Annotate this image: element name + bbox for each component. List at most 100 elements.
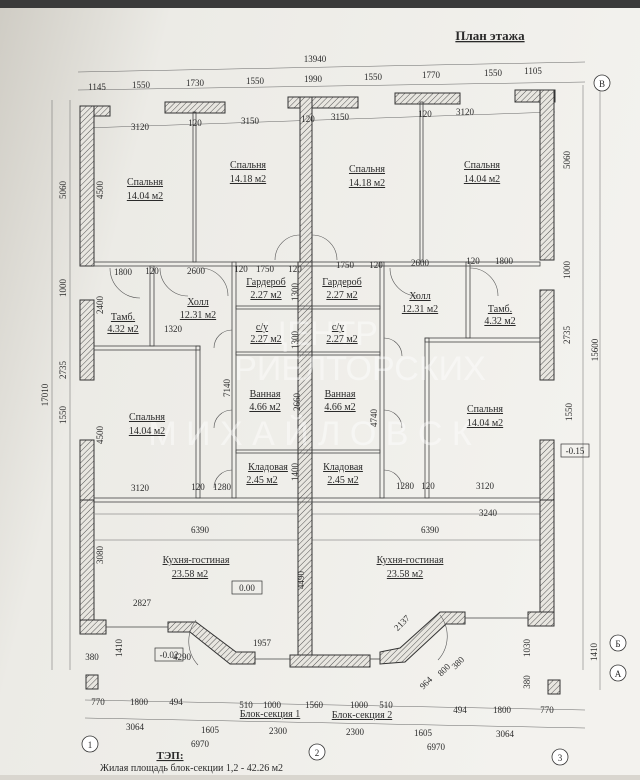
plan-label: 2400	[95, 296, 105, 315]
plan-label: 2735	[562, 326, 572, 345]
plan-label: 2300	[269, 726, 288, 736]
plan-label: 1145	[88, 82, 106, 92]
plan-label: 1550	[58, 406, 68, 425]
plan-label: Ванная	[250, 389, 281, 400]
plan-label: 4.66 м2	[324, 402, 355, 413]
plan-label: 3150	[241, 116, 260, 126]
plan-label: Тамб.	[111, 312, 135, 323]
plan-label: 1550	[246, 76, 265, 86]
plan-label: 1605	[414, 728, 433, 738]
plan-label: А	[615, 669, 622, 679]
plan-label: 1410	[589, 643, 599, 662]
plan-label: Спальня	[129, 412, 165, 423]
plan-label: 1730	[186, 78, 205, 88]
plan-label: 2735	[58, 361, 68, 380]
plan-label: Блок-секция 1	[240, 709, 300, 720]
svg-text:М И Х А Й Л О В С К: М И Х А Й Л О В С К	[148, 415, 472, 453]
plan-label: 510	[239, 700, 253, 710]
plan-label: 2.45 м2	[246, 475, 277, 486]
plan-label: Б	[615, 639, 620, 649]
plan-label: 3240	[479, 508, 498, 518]
plan-label: 1800	[495, 256, 514, 266]
plan-label: 6970	[191, 739, 210, 749]
plan-label: -0.02	[160, 650, 179, 660]
dimensions-left: 5060 4500 1000 2400 17010 2735 1550 4500…	[40, 181, 124, 663]
plan-label: 15600	[590, 338, 600, 361]
tep-living-area-line: Жилая площадь блок-секции 1,2 - 42.26 м2	[100, 763, 283, 774]
plan-label: 494	[169, 697, 183, 707]
plan-label: Блок-секция 2	[332, 710, 392, 721]
plan-label: 1800	[130, 697, 149, 707]
plan-label: Спальня	[230, 160, 266, 171]
plan-label: Спальня	[467, 404, 503, 415]
plan-label: 2	[315, 748, 320, 758]
plan-label: 1550	[484, 68, 503, 78]
plan-label: 1410	[114, 639, 124, 658]
plan-label: 2827	[133, 598, 152, 608]
axis-markers: В Б А 1 2 3	[81, 74, 627, 766]
plan-label: 120	[421, 481, 435, 491]
level-marks: 0.00 -0.02 -0.15	[154, 443, 590, 662]
walls	[79, 89, 561, 695]
plan-label: 1000	[350, 700, 369, 710]
plan-label: Тамб.	[488, 304, 512, 315]
plan-label: 1800	[114, 267, 133, 277]
plan-label: 2300	[346, 727, 365, 737]
plan-label: 2.27 м2	[250, 290, 281, 301]
plan-label: 1300	[290, 283, 300, 302]
plan-label: 3120	[476, 481, 495, 491]
plan-label: 1000	[58, 279, 68, 298]
plan-label: 2.45 м2	[327, 475, 358, 486]
dimension-lines	[51, 61, 601, 729]
plan-label: 120	[234, 264, 248, 274]
plan-title: План этажа	[455, 28, 525, 43]
plan-label: Кладовая	[323, 462, 363, 473]
plan-label: 6390	[421, 525, 440, 535]
plan-label: 1280	[396, 481, 415, 491]
plan-label: 14.18 м2	[230, 174, 266, 185]
plan-label: 1	[88, 740, 93, 750]
plan-label: 1800	[493, 705, 512, 715]
plan-label: -0.15	[566, 446, 585, 456]
plan-label: 3120	[131, 122, 150, 132]
plan-label: 13940	[304, 54, 327, 64]
plan-label: 120	[288, 264, 302, 274]
dimensions-right: 5060 1000 2735 15600 1550 1030 380 1410	[522, 151, 600, 689]
plan-label: 4740	[369, 409, 379, 428]
plan-label: 4500	[95, 426, 105, 445]
svg-text:РИЕЛТОРСКИХ: РИЕЛТОРСКИХ	[234, 350, 486, 388]
plan-label: 14.04 м2	[464, 174, 500, 185]
plan-label: 14.04 м2	[129, 426, 165, 437]
plan-label: Спальня	[464, 160, 500, 171]
tep-block: ТЭП: Жилая площадь блок-секции 1,2 - 42.…	[100, 750, 283, 774]
plan-label: 4490	[296, 571, 306, 590]
plan-label: с/у	[256, 322, 268, 333]
plan-label: 3064	[496, 729, 515, 739]
plan-label: 3	[558, 753, 563, 763]
plan-label: 23.58 м2	[387, 569, 423, 580]
plan-label: 14.04 м2	[127, 191, 163, 202]
room-wc-1: с/у2.27 м2	[250, 322, 281, 345]
plan-label: 3064	[126, 722, 145, 732]
plan-label: 120	[145, 266, 159, 276]
plan-label: 120	[466, 256, 480, 266]
plan-label: 0.00	[239, 583, 255, 593]
plan-label: Спальня	[127, 177, 163, 188]
plan-label: 5060	[562, 151, 572, 170]
svg-text:ЦЕНТР: ЦЕНТР	[262, 315, 378, 353]
plan-label: 1300	[290, 331, 300, 350]
plan-label: Кладовая	[248, 462, 288, 473]
plan-label: 2600	[187, 266, 206, 276]
plan-label: 770	[91, 697, 105, 707]
plan-label: 4290	[173, 652, 192, 662]
photo-edge	[0, 0, 640, 8]
plan-label: 2.27 м2	[326, 290, 357, 301]
